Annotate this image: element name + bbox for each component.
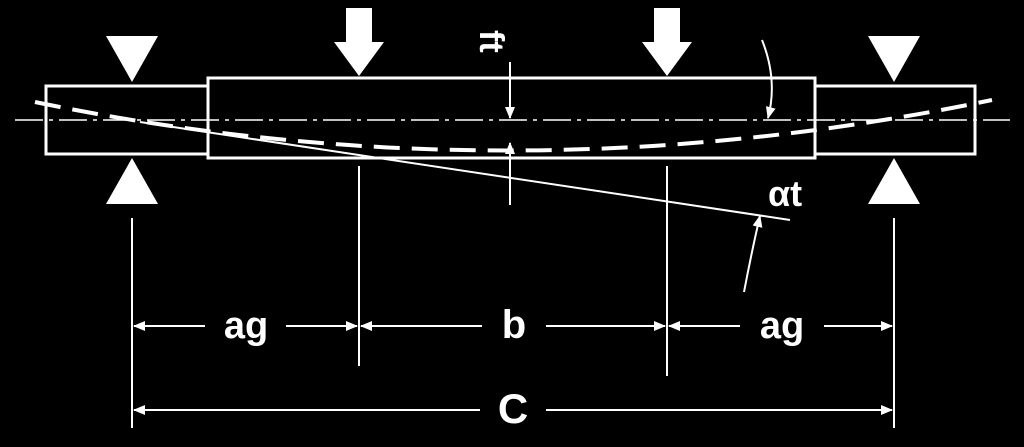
support-bottom-left [106,158,158,204]
supports [106,36,920,204]
support-top-right [868,36,920,82]
load-arrow-left [334,8,384,76]
support-top-left [106,36,158,82]
ag-right-label: ag [760,305,804,347]
ag-left-label: ag [224,305,268,347]
c-label: C [498,385,528,432]
slope-tangent-line [139,121,791,221]
shaft-right-end [813,84,977,156]
ft-label: ft [472,30,510,53]
shaft [44,76,977,160]
extension-lines [131,166,895,428]
support-bottom-right [868,158,920,204]
b-label: b [502,303,526,347]
curve-arrow-top [761,39,776,119]
alpha-t-label: αt [768,173,802,214]
load-arrow-right [642,8,692,76]
alpha-t-arrow [743,215,763,293]
deflection-curve [34,98,993,153]
loads [334,8,692,76]
